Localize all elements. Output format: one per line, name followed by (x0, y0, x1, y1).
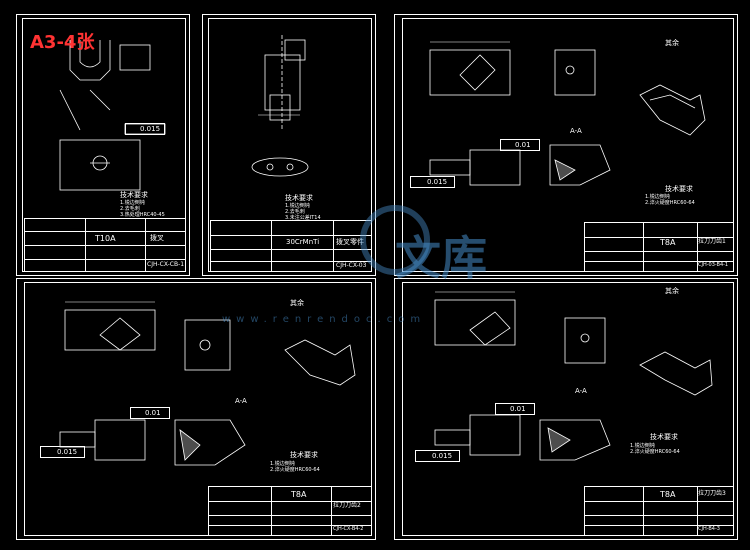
sheet-2-frame (202, 14, 376, 276)
section-label: A-A (570, 127, 582, 135)
tolerance-frame: 0.015 (415, 450, 460, 462)
drawing-number: CJH-B4-3 (698, 526, 720, 532)
roughness-note: 其余 (665, 287, 679, 295)
tolerance-value: 0.01 (515, 141, 531, 149)
tolerance-frame: 0.015 (40, 446, 85, 458)
tech-title: 技术要求 (665, 185, 693, 193)
tech-line: 2.淬火硬度HRC60-64 (630, 449, 680, 455)
sheet-1-frame (16, 14, 190, 276)
tech-line: 1.锐边倒钝 (120, 200, 145, 206)
drawing-number: CJH-CX-B4-2 (333, 526, 364, 532)
tolerance-frame: 0.01 (130, 407, 170, 419)
material-code: T10A (95, 234, 116, 243)
title-block: T8A 拉刀刀齿1 CJH-03-B4-1 (584, 222, 734, 272)
material-code: T8A (660, 490, 676, 499)
sheet-5-frame (394, 278, 738, 540)
tech-line: 1.锐边倒钝 (285, 203, 310, 209)
tolerance-value: 0.015 (140, 125, 161, 133)
tolerance-value: 0.01 (510, 405, 526, 413)
title-block: T10A 拨叉 CJH-CX-CB-1 (24, 218, 186, 272)
sheet-4-border (24, 282, 372, 536)
tech-line: 2.去毛刺 (285, 209, 305, 215)
title-block: 30CrMnTi 拨叉零件 CJH-CX-03 (210, 220, 372, 272)
tolerance-value: 0.015 (57, 448, 78, 456)
tolerance-frame: 0.015 (410, 176, 455, 188)
drawing-number: CJH-CX-CB-1 (147, 261, 185, 268)
tech-line: 1.锐边倒钝 (645, 194, 670, 200)
material-code: T8A (660, 238, 676, 247)
tolerance-frame: 0.015 (125, 123, 165, 135)
watermark-url: www.renrendoc.com (222, 314, 427, 325)
sheet-3-border (402, 18, 734, 272)
section-label: A-A (235, 397, 247, 405)
part-name: 拨叉 (150, 234, 164, 242)
part-name: 拉刀刀齿3 (698, 490, 726, 497)
tolerance-value: 0.015 (427, 178, 448, 186)
tech-line: 3.未注公差IT14 (285, 215, 321, 221)
drawing-number: CJH-03-B4-1 (698, 262, 729, 268)
tech-line: 2.淬火硬度HRC60-64 (645, 200, 695, 206)
sheet-label: A3-4张 (30, 32, 95, 53)
title-block: T8A 拉刀刀齿3 CJH-B4-3 (584, 486, 734, 536)
tech-title: 技术要求 (650, 433, 678, 441)
part-name: 拉刀刀齿1 (698, 238, 726, 245)
drawing-number: CJH-CX-03 (336, 262, 367, 269)
tolerance-frame: 0.01 (500, 139, 540, 151)
tech-title: 技术要求 (290, 451, 318, 459)
tech-title: 技术要求 (285, 194, 313, 202)
watermark-logo-icon (360, 205, 430, 275)
tech-title: 技术要求 (120, 191, 148, 199)
material-code: T8A (291, 490, 307, 499)
sheet-3-frame (394, 14, 738, 276)
tolerance-value: 0.015 (432, 452, 453, 460)
roughness-note: 其余 (290, 299, 304, 307)
tolerance-value: 0.01 (145, 409, 161, 417)
part-name: 拨叉零件 (336, 238, 364, 246)
tolerance-frame: 0.01 (495, 403, 535, 415)
tech-line: 1.锐边倒钝 (270, 461, 295, 467)
sheet-4-frame (16, 278, 376, 540)
tech-line: 3.热处理HRC40-45 (120, 212, 165, 218)
tech-line: 2.淬火硬度HRC60-64 (270, 467, 320, 473)
sheet-5-border (402, 282, 734, 536)
part-name: 拉刀刀齿2 (333, 502, 361, 509)
section-label: A-A (575, 387, 587, 395)
roughness-note: 其余 (665, 39, 679, 47)
watermark-brand: 文库 (395, 231, 487, 285)
tech-line: 2.去毛刺 (120, 206, 140, 212)
material-code: 30CrMnTi (286, 238, 320, 246)
title-block: T8A 拉刀刀齿2 CJH-CX-B4-2 (208, 486, 372, 536)
tech-line: 1.锐边倒钝 (630, 443, 655, 449)
